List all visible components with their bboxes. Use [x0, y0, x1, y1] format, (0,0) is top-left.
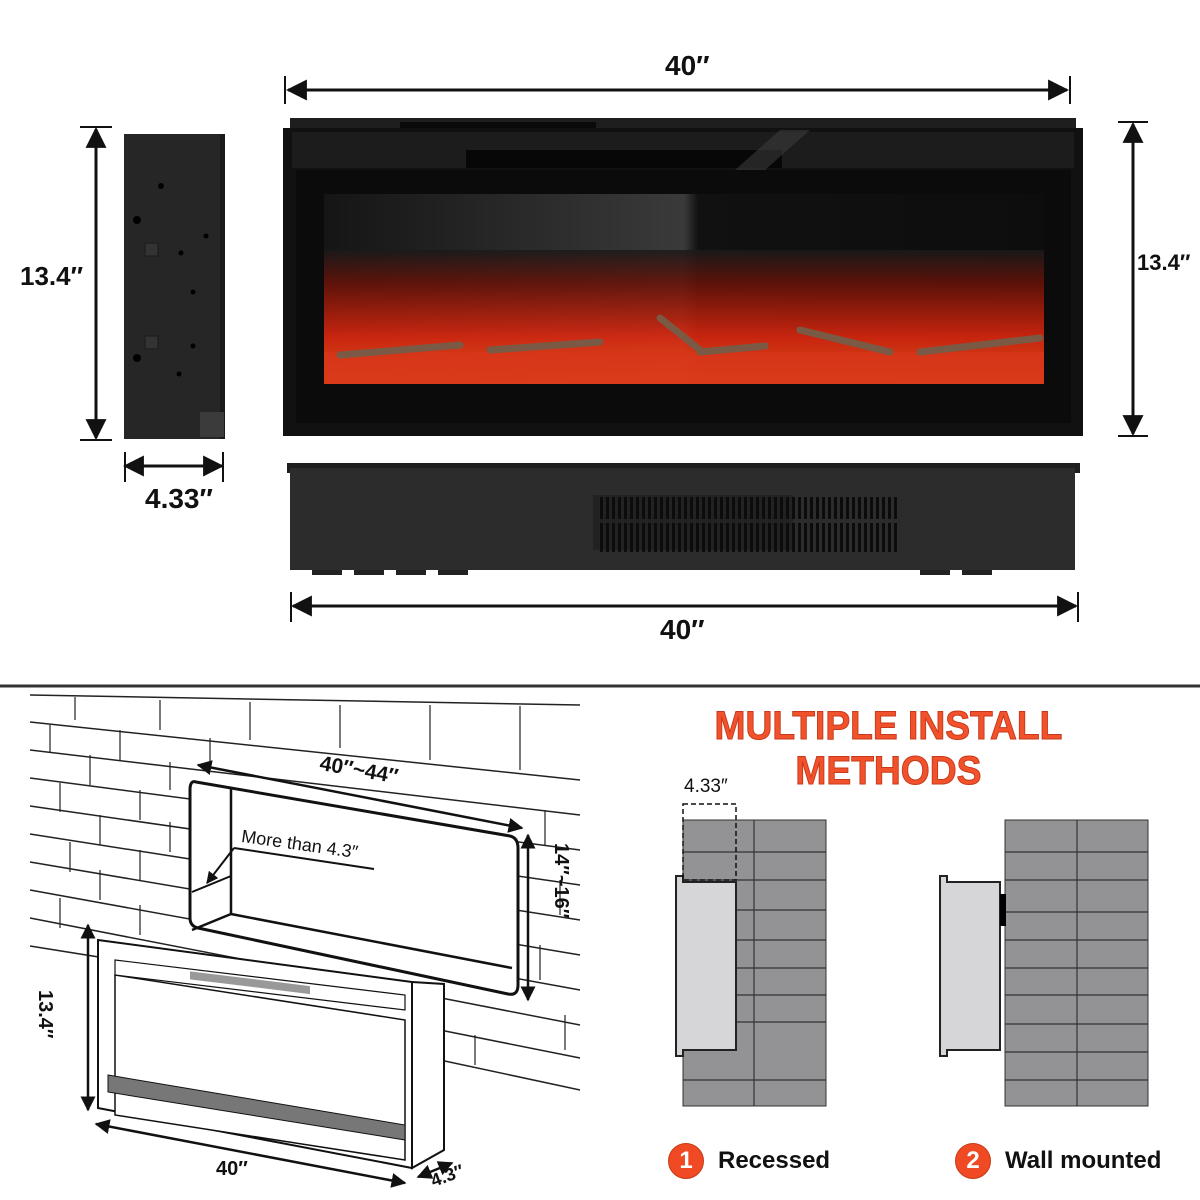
front-height-label: 13.4″: [1137, 250, 1191, 275]
log-decor: [336, 314, 1044, 359]
unit-line-drawing: [80, 923, 454, 1188]
front-view: [283, 76, 1148, 437]
method-label: Recessed: [718, 1147, 831, 1174]
recessed-diagram: [675, 803, 827, 1107]
method-wall-mounted: 2 Wall mounted: [955, 1143, 1161, 1179]
opening-height-label: 14″~16″: [550, 843, 572, 919]
top-view: [287, 463, 1080, 622]
methods-title: MULTIPLE INSTALL METHODS: [714, 704, 1063, 794]
method-label: Wall mounted: [1005, 1147, 1162, 1174]
wall-mounted-diagram: [939, 819, 1149, 1107]
side-depth-label: 4.33″: [145, 483, 213, 514]
unit-height-label: 13.4″: [34, 990, 56, 1039]
recess-depth-label: 4.33″: [684, 776, 728, 797]
side-view: [80, 126, 225, 482]
vent-slots: [598, 497, 898, 552]
unit-width-label: 40″: [216, 1158, 248, 1180]
wall-opening: [188, 760, 536, 1002]
side-height-label: 13.4″: [20, 261, 84, 291]
top-width-label: 40″: [660, 614, 705, 645]
method-number-badge: 2: [955, 1143, 991, 1179]
method-number-badge: 1: [668, 1143, 704, 1179]
front-width-label: 40″: [665, 50, 710, 81]
method-recessed: 1 Recessed: [668, 1143, 830, 1179]
